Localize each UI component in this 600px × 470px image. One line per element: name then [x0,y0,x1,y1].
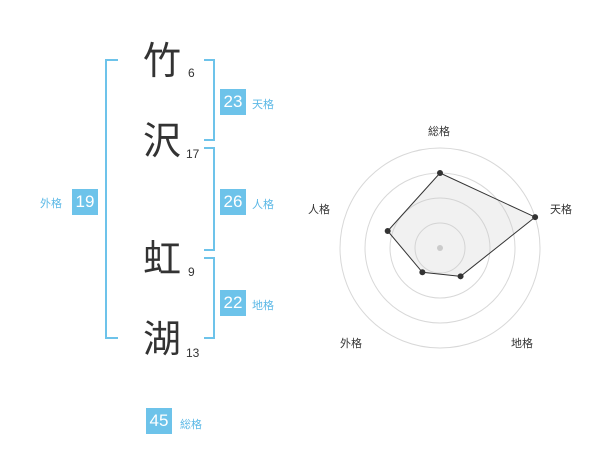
radar-ring-1 [414,222,466,274]
radar-point-3 [419,269,426,276]
radar-axis-label-1: 天格 [550,203,572,216]
radar-point-2 [457,273,464,280]
jinkaku-value: 26 [220,189,246,215]
radar-center-dot [437,245,443,251]
stroke-count-1: 6 [188,66,195,80]
stroke-count-2: 17 [186,147,200,161]
chikaku-bracket [204,257,215,339]
jinkaku-bracket [204,147,215,251]
stroke-count-3: 9 [188,265,195,279]
stroke-count-4: 13 [186,346,200,360]
radar-point-0 [437,170,443,176]
tenkaku-value: 23 [220,89,246,115]
radar-series-polygon [387,172,537,277]
name-char-4: 湖 [143,317,182,361]
tenkaku-label: 天格 [252,98,274,111]
chikaku-label: 地格 [252,299,274,312]
name-char-3: 虹 [143,237,182,281]
soukaku-label: 総格 [180,418,202,431]
radar-axis-label-0: 総格 [428,125,450,138]
gaikaku-value: 19 [72,189,98,215]
radar-point-1 [532,214,539,221]
gaikaku-label: 外格 [40,197,62,210]
jinkaku-label: 人格 [252,198,274,211]
soukaku-value: 45 [146,408,172,434]
radar-axis-label-4: 人格 [308,203,330,216]
radar-axis-label-3: 外格 [340,337,362,350]
radar-point-4 [384,228,391,235]
gaikaku-bracket [105,59,118,339]
radar-ring-4 [339,147,541,349]
chikaku-value: 22 [220,290,246,316]
radar-ring-2 [389,197,491,299]
name-char-1: 竹 [143,39,182,83]
radar-axis-label-2: 地格 [511,337,533,350]
tenkaku-bracket [204,59,215,141]
name-char-2: 沢 [143,119,182,163]
